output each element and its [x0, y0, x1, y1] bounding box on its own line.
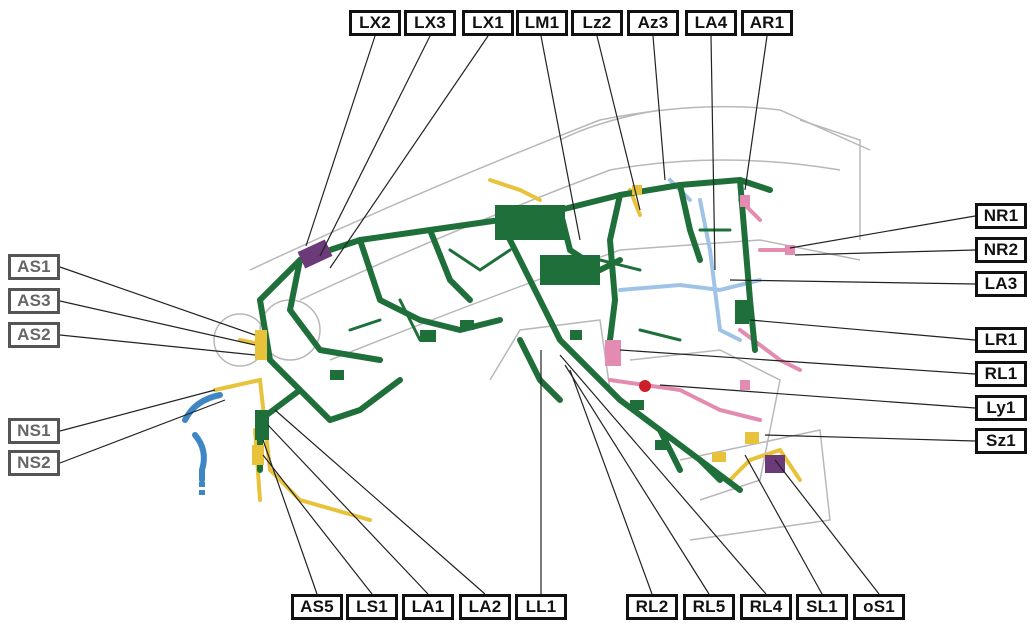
label-right-la3: LA3 [975, 271, 1027, 297]
label-right-nr2: NR2 [975, 237, 1027, 263]
label-right-nr1: NR1 [975, 203, 1027, 229]
dashboard-outline [213, 105, 871, 541]
main-harness-thin [348, 228, 732, 342]
label-top-az3: Az3 [627, 10, 679, 36]
label-bottom-sl1: SL1 [796, 594, 848, 620]
purple-connectors [297, 239, 785, 473]
label-right-lr1: LR1 [975, 327, 1027, 353]
label-bottom-rl2: RL2 [626, 594, 678, 620]
label-left-ns2: NS2 [8, 450, 60, 476]
blue-connector-marks [199, 482, 205, 495]
label-bottom-rl5: RL5 [683, 594, 735, 620]
blue-harness [182, 392, 223, 483]
label-bottom-ls1: LS1 [346, 594, 398, 620]
label-top-lx1: LX1 [462, 10, 514, 36]
label-left-ns1: NS1 [8, 418, 60, 444]
label-top-la4: LA4 [685, 10, 737, 36]
label-top-lz2: Lz2 [571, 10, 623, 36]
label-left-as3: AS3 [8, 288, 60, 314]
connector-blocks [255, 205, 749, 450]
label-bottom-os1: oS1 [853, 594, 905, 620]
label-top-lm1: LM1 [516, 10, 568, 36]
label-bottom-ll1: LL1 [515, 594, 567, 620]
label-bottom-rl4: RL4 [740, 594, 792, 620]
label-bottom-la1: LA1 [402, 594, 454, 620]
yellow-connectors [252, 185, 759, 465]
label-top-ar1: AR1 [741, 10, 793, 36]
label-top-lx2: LX2 [349, 10, 401, 36]
label-right-sz1: Sz1 [975, 428, 1027, 454]
label-bottom-as5: AS5 [291, 594, 343, 620]
label-left-as2: AS2 [8, 322, 60, 348]
label-right-ly1: Ly1 [975, 395, 1027, 421]
label-top-lx3: LX3 [404, 10, 456, 36]
leader-lines [59, 35, 976, 595]
red-connector [639, 380, 651, 392]
label-right-rl1: RL1 [975, 361, 1027, 387]
pink-connectors [605, 195, 795, 390]
label-left-as1: AS1 [8, 254, 60, 280]
label-bottom-la2: LA2 [459, 594, 511, 620]
